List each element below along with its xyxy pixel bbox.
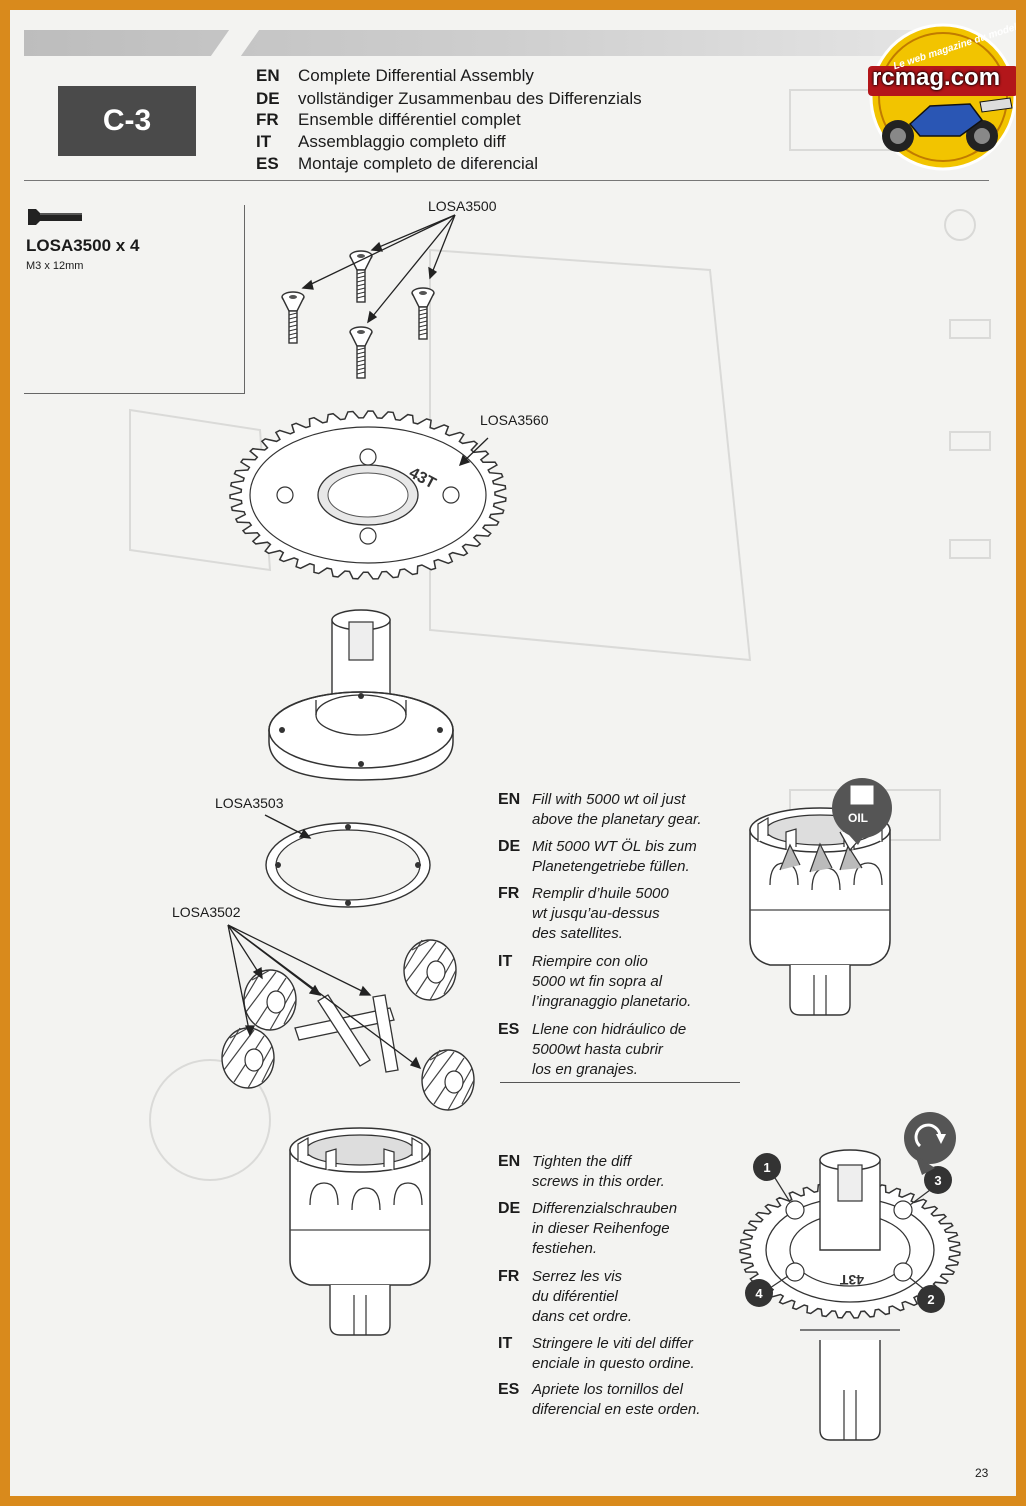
logo-text: rcmag.com	[872, 64, 1001, 91]
svg-text:2: 2	[927, 1292, 934, 1307]
callout-screws: LOSA3500	[428, 198, 497, 214]
oil-label: OIL	[848, 811, 868, 825]
svg-text:4: 4	[755, 1286, 763, 1301]
gear-marking-2: 43T	[839, 1272, 864, 1288]
order-marker-3: 3	[924, 1166, 952, 1194]
rcmag-logo-icon	[868, 23, 1016, 171]
part-size: M3 x 12mm	[26, 260, 84, 272]
rotate-clockwise-icon	[904, 1112, 956, 1175]
outdrive	[268, 609, 454, 781]
header-rule	[24, 180, 989, 181]
callout-gasket: LOSA3503	[215, 795, 284, 811]
screw-icon	[28, 209, 82, 225]
section-rule	[500, 1082, 740, 1083]
order-marker-1: 1	[753, 1153, 781, 1181]
assembly-drawing: 43T	[129, 23, 1016, 1441]
ring-gear-group: 43T	[229, 410, 507, 580]
parts-divider-horizontal	[24, 393, 245, 394]
step-label: C-3	[58, 86, 196, 156]
svg-text:1: 1	[763, 1160, 770, 1175]
header-band	[24, 30, 924, 56]
order-marker-2: 2	[917, 1285, 945, 1313]
callout-small-gears: LOSA3502	[172, 904, 241, 920]
assembled-diff: 43T 1 2 3 4	[739, 1112, 961, 1441]
gasket	[265, 822, 431, 908]
order-marker-4: 4	[745, 1279, 773, 1307]
svg-text:3: 3	[934, 1173, 941, 1188]
callout-ring-gear: LOSA3560	[480, 412, 549, 428]
page-number: 23	[975, 1466, 989, 1480]
oil-housing: OIL	[749, 778, 892, 1016]
parts-divider-vertical	[244, 205, 245, 393]
part-name: LOSA3500 x 4	[26, 236, 140, 255]
